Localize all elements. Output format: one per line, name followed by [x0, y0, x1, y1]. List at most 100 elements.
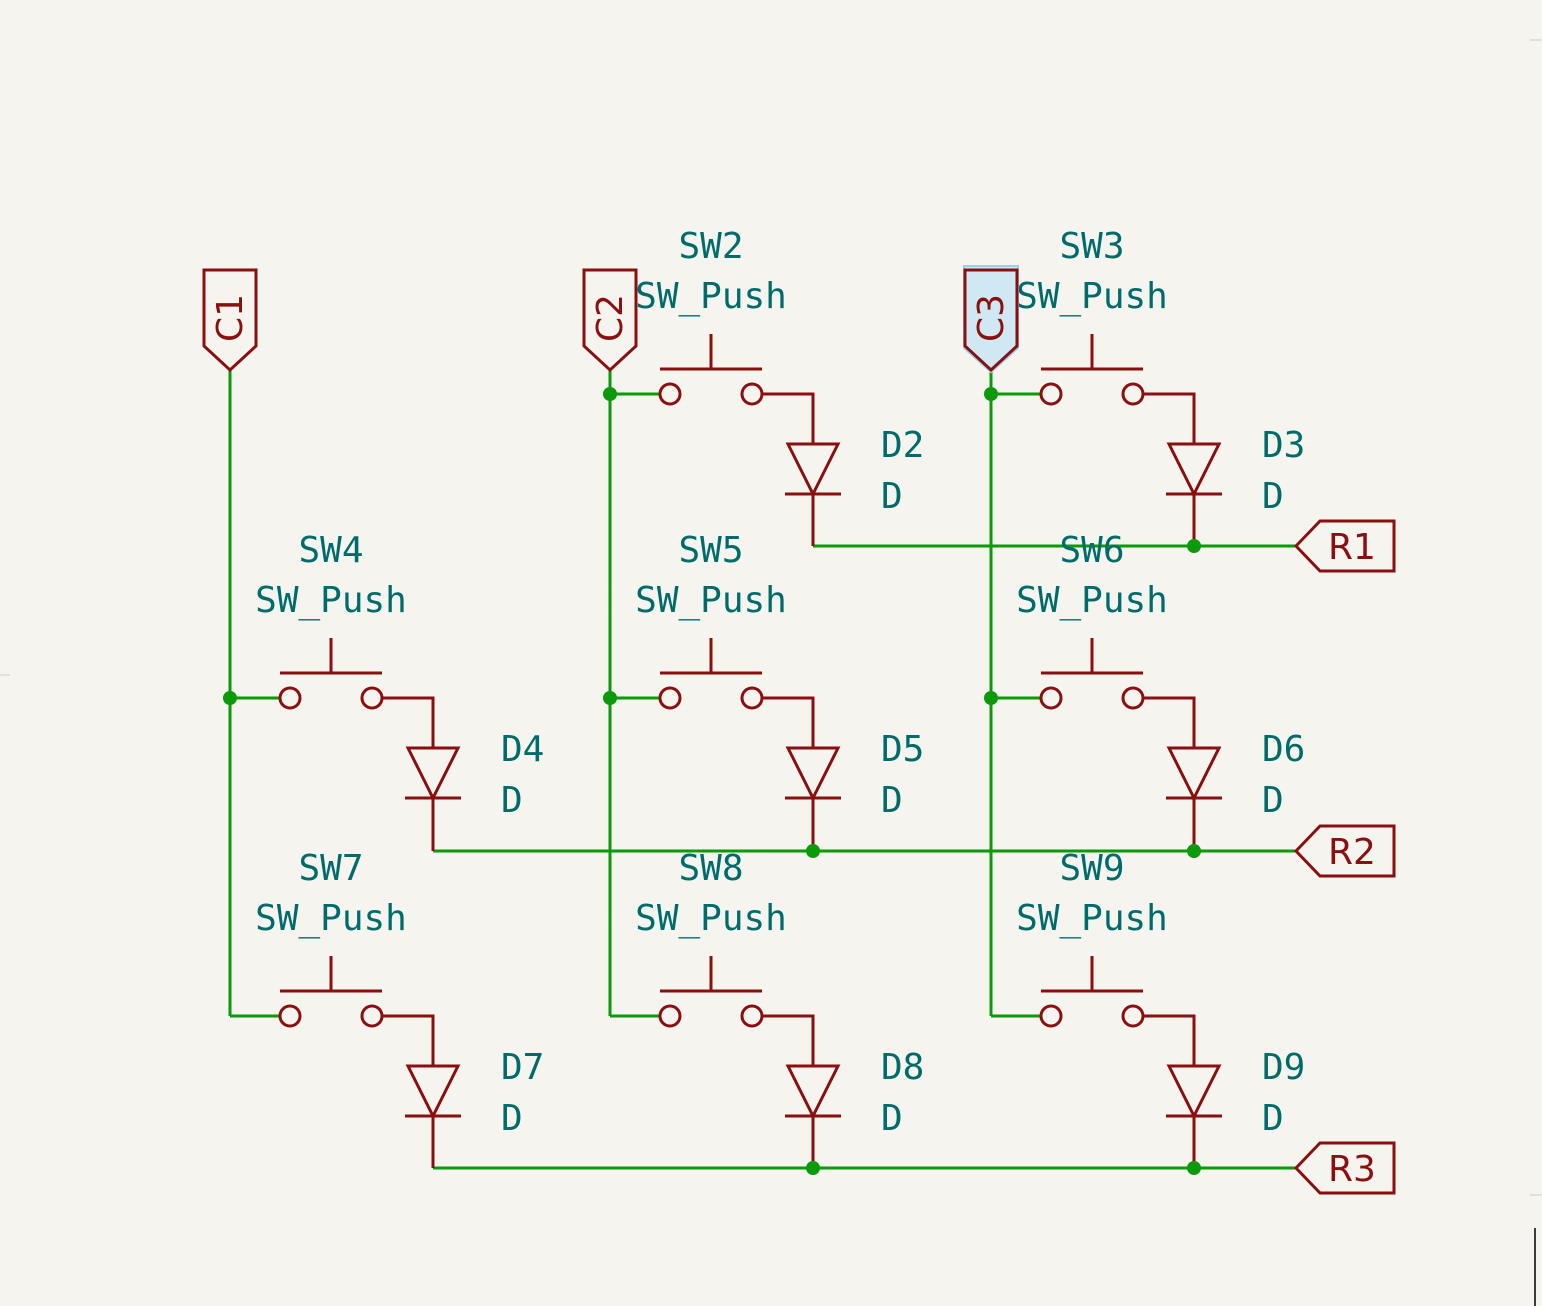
switch-value[interactable]: SW_Push — [255, 898, 407, 939]
switch-pin — [1039, 1004, 1063, 1028]
diode-reference[interactable]: D3 — [1262, 425, 1305, 466]
diode-reference[interactable]: D7 — [501, 1047, 544, 1088]
switch-pin — [278, 686, 302, 710]
switch-pin — [360, 686, 384, 710]
switch-value[interactable]: SW_Push — [1016, 898, 1168, 939]
push-switch[interactable] — [658, 956, 815, 1066]
junctions-layer — [223, 387, 1201, 1175]
switch-value[interactable]: SW_Push — [1016, 276, 1168, 317]
diode-reference[interactable]: D2 — [881, 425, 924, 466]
diode-triangle — [1166, 746, 1222, 802]
column-junction — [984, 387, 998, 401]
diode-value[interactable]: D — [881, 1098, 903, 1139]
row-label-r1[interactable]: R1 — [1293, 519, 1396, 573]
label-outline — [963, 268, 1019, 373]
switch-reference[interactable]: SW2 — [678, 226, 743, 267]
diode-triangle — [405, 1064, 461, 1120]
switch-reference[interactable]: SW7 — [298, 848, 363, 889]
diode-reference[interactable]: D6 — [1262, 729, 1305, 770]
column-label-c3[interactable]: C3 — [963, 265, 1019, 374]
switch-pin — [1121, 382, 1145, 406]
diode-triangle — [785, 442, 841, 498]
switch-pin — [1039, 686, 1063, 710]
label-outline — [1293, 1141, 1396, 1195]
net-junction — [1187, 539, 1201, 553]
switch-pin — [658, 382, 682, 406]
diode[interactable] — [785, 1064, 841, 1168]
label-text[interactable]: R3 — [1328, 1149, 1376, 1190]
switch-pin — [740, 1004, 764, 1028]
switch-output-lead — [1143, 696, 1196, 748]
diode-reference[interactable]: D4 — [501, 729, 544, 770]
diode-triangle — [1166, 442, 1222, 498]
diode-reference[interactable]: D9 — [1262, 1047, 1305, 1088]
push-switch[interactable] — [1039, 956, 1196, 1066]
diode-value[interactable]: D — [501, 780, 523, 821]
switch-value[interactable]: SW_Push — [635, 580, 787, 621]
net-junction — [1187, 844, 1201, 858]
switch-reference[interactable]: SW3 — [1059, 226, 1124, 267]
push-switch[interactable] — [278, 638, 435, 748]
column-junction — [603, 387, 617, 401]
label-text[interactable]: R2 — [1328, 832, 1376, 873]
switch-value[interactable]: SW_Push — [635, 276, 787, 317]
switch-value[interactable]: SW_Push — [1016, 580, 1168, 621]
diode[interactable] — [1166, 1064, 1222, 1168]
net-junction — [806, 844, 820, 858]
switch-value[interactable]: SW_Push — [255, 580, 407, 621]
switch-pin — [658, 686, 682, 710]
diode[interactable] — [785, 746, 841, 851]
label-text[interactable]: C1 — [210, 294, 251, 342]
diode-value[interactable]: D — [1262, 780, 1284, 821]
row-label-r3[interactable]: R3 — [1293, 1141, 1396, 1195]
label-outline — [582, 268, 638, 373]
label-text[interactable]: C3 — [971, 294, 1012, 342]
switch-pin — [278, 1004, 302, 1028]
switch-pin — [1121, 686, 1145, 710]
column-label-c1[interactable]: C1 — [202, 268, 258, 373]
push-switch[interactable] — [658, 334, 815, 444]
switch-output-lead — [1143, 1014, 1196, 1066]
wires-layer — [228, 370, 1296, 1170]
switch-pin — [1121, 1004, 1145, 1028]
diode[interactable] — [405, 1064, 461, 1168]
switch-pin — [740, 382, 764, 406]
diode-triangle — [405, 746, 461, 802]
diode[interactable] — [405, 746, 461, 851]
label-text[interactable]: C2 — [590, 294, 631, 342]
column-junction — [603, 691, 617, 705]
diode-value[interactable]: D — [1262, 476, 1284, 517]
diode[interactable] — [1166, 442, 1222, 546]
row-label-r2[interactable]: R2 — [1293, 824, 1396, 878]
switch-reference[interactable]: SW6 — [1059, 530, 1124, 571]
label-outline — [1293, 824, 1396, 878]
switch-pin — [740, 686, 764, 710]
diode-value[interactable]: D — [1262, 1098, 1284, 1139]
label-text[interactable]: R1 — [1328, 527, 1376, 568]
push-switch[interactable] — [1039, 638, 1196, 748]
diode[interactable] — [785, 442, 841, 546]
diode-value[interactable]: D — [501, 1098, 523, 1139]
switch-reference[interactable]: SW8 — [678, 848, 743, 889]
sheet-frame — [0, 39, 1542, 1306]
switch-value[interactable]: SW_Push — [635, 898, 787, 939]
switch-reference[interactable]: SW9 — [1059, 848, 1124, 889]
diode[interactable] — [1166, 746, 1222, 851]
switch-reference[interactable]: SW5 — [678, 530, 743, 571]
push-switch[interactable] — [278, 956, 435, 1066]
diode-reference[interactable]: D5 — [881, 729, 924, 770]
switch-output-lead — [1143, 392, 1196, 444]
switch-output-lead — [762, 696, 815, 748]
diode-value[interactable]: D — [881, 476, 903, 517]
switch-reference[interactable]: SW4 — [298, 530, 363, 571]
label-outline — [1293, 519, 1396, 573]
diode-reference[interactable]: D8 — [881, 1047, 924, 1088]
diode-value[interactable]: D — [881, 780, 903, 821]
push-switch[interactable] — [1039, 334, 1196, 444]
switch-output-lead — [382, 1014, 435, 1066]
diode-triangle — [785, 746, 841, 802]
push-switch[interactable] — [658, 638, 815, 748]
column-label-c2[interactable]: C2 — [582, 268, 638, 373]
